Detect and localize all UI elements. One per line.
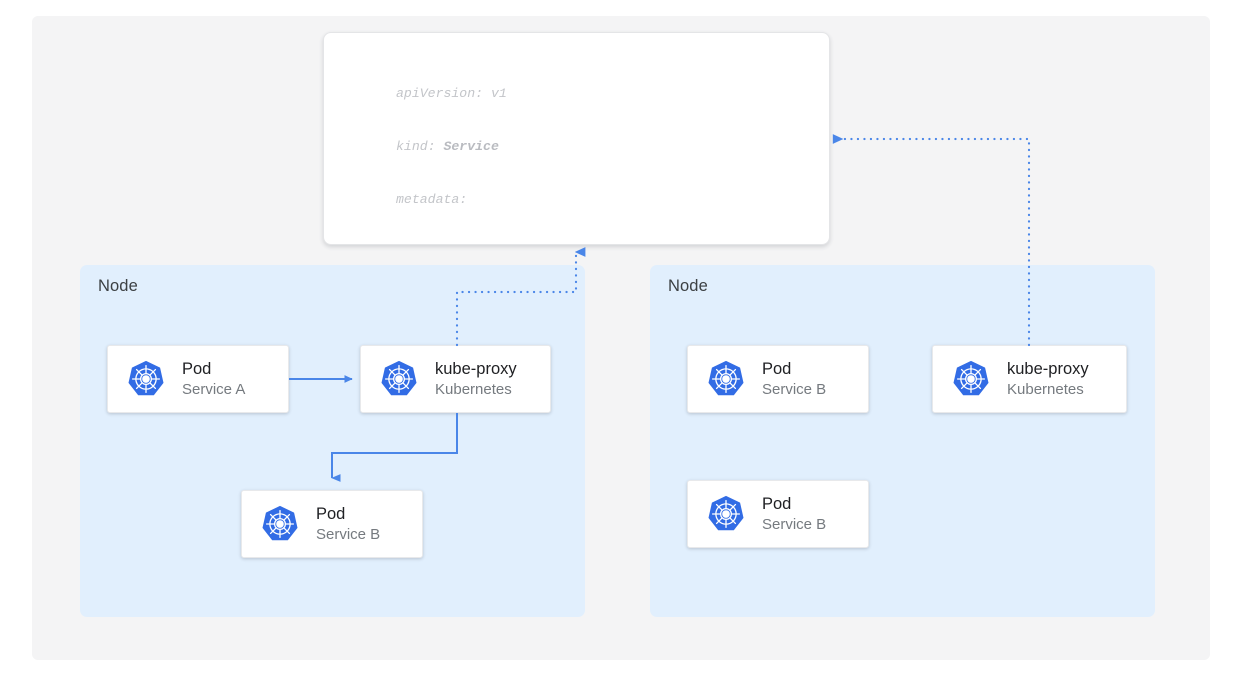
entity-title: Pod [316, 504, 346, 523]
entity-subtitle: Kubernetes [435, 380, 512, 398]
pod-card-service-b-right-1[interactable]: Pod Service B [687, 345, 869, 413]
entity-subtitle: Service A [182, 380, 246, 398]
yaml-line-apiversion: apiVersion: v1 [396, 86, 507, 102]
entity-title: Pod [762, 494, 792, 513]
kube-proxy-card-text: kube-proxy Kubernetes [435, 359, 517, 400]
kubernetes-icon [953, 360, 989, 396]
entity-subtitle: Kubernetes [1007, 380, 1084, 398]
entity-subtitle: Service B [762, 515, 827, 533]
kubernetes-icon [708, 360, 744, 396]
entity-subtitle: Service B [316, 525, 381, 543]
node-container-right: Node [650, 265, 1155, 617]
yaml-line-name: name: my-service [396, 244, 720, 245]
yaml-line-kind: kind: Service [396, 138, 499, 154]
pod-card-service-b-left[interactable]: Pod Service B [241, 490, 423, 558]
node-container-left: Node [80, 265, 585, 617]
kubernetes-icon [381, 360, 417, 396]
service-spec-yaml-card: apiVersion: v1 kind: Service metadata: n… [323, 32, 830, 245]
yaml-line-metadata: metadata: [396, 191, 468, 207]
pod-card-text: Pod Service B [762, 494, 826, 535]
kube-proxy-card-left[interactable]: kube-proxy Kubernetes [360, 345, 551, 413]
entity-title: kube-proxy [435, 359, 517, 378]
pod-card-service-a[interactable]: Pod Service A [107, 345, 289, 413]
entity-title: Pod [762, 359, 792, 378]
entity-title: Pod [182, 359, 212, 378]
node-label-right: Node [668, 277, 708, 295]
service-spec-yaml-text: apiVersion: v1 kind: Service metadata: n… [396, 50, 720, 245]
node-label-left: Node [98, 277, 138, 295]
pod-card-service-b-right-2[interactable]: Pod Service B [687, 480, 869, 548]
entity-subtitle: Service B [762, 380, 827, 398]
pod-card-text: Pod Service B [762, 359, 826, 400]
entity-title: kube-proxy [1007, 359, 1089, 378]
kube-proxy-card-text: kube-proxy Kubernetes [1007, 359, 1089, 400]
kube-proxy-card-right[interactable]: kube-proxy Kubernetes [932, 345, 1127, 413]
kubernetes-icon [708, 495, 744, 531]
kubernetes-icon [128, 360, 164, 396]
pod-card-text: Pod Service B [316, 504, 380, 545]
kubernetes-icon [262, 505, 298, 541]
pod-card-text: Pod Service A [182, 359, 245, 400]
